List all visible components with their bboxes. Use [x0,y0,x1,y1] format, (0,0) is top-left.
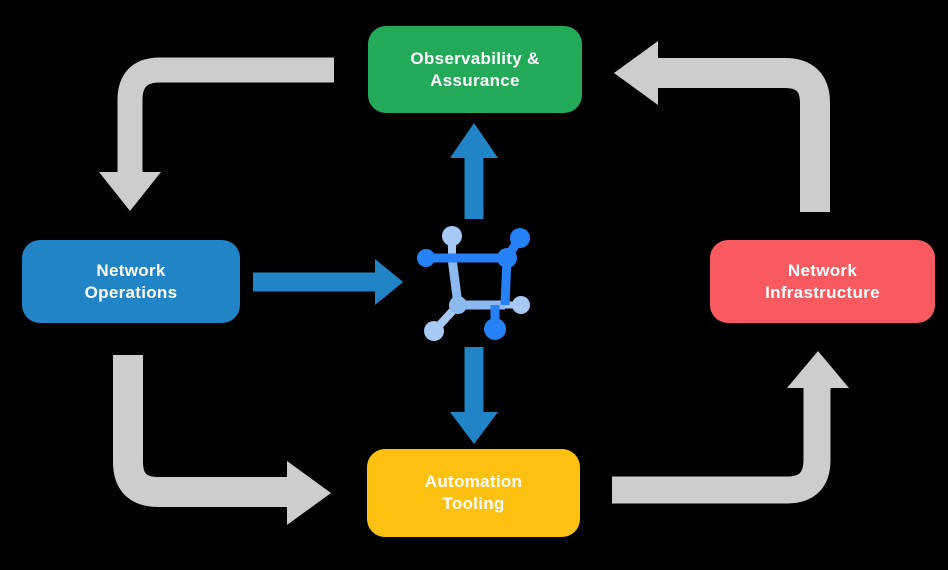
node-network-infrastructure: Network Infrastructure [710,240,935,323]
node-label-line: Automation [424,472,523,491]
node-network-operations: Network Operations [22,240,240,323]
arrowhead-right [375,259,403,305]
node-label-line: Infrastructure [765,282,880,302]
icon-node-dot [449,296,467,314]
cycle-arrow-observability-to-netops [99,57,334,211]
icon-node-dot [510,228,530,248]
icon-node-dot [497,248,517,268]
arrowhead-up [787,351,849,388]
arrowhead-left [614,41,658,105]
node-observability-assurance: Observability & Assurance [368,26,582,113]
node-label-line: Network [787,260,858,280]
flow-arrow-netops-to-center [253,259,403,305]
icon-node-dot [442,226,462,246]
node-automation-tooling: Automation Tooling [367,449,580,537]
cycle-arrow-netinfra-to-observability [614,41,830,212]
icon-node-dot [484,318,506,340]
arrowhead-right [287,461,331,525]
node-label-line: Network [96,260,166,280]
node-label-line: Observability & [410,48,540,68]
node-label-line: Assurance [430,70,520,90]
node-label-line: Tooling [442,494,505,513]
cycle-arrow-netops-to-autotool [113,355,331,525]
cycle-arrow-autotool-to-netinfra [612,351,849,504]
flow-arrow-center-to-observability [450,123,498,219]
arrowhead-down [450,412,498,444]
icon-node-dot [512,296,530,314]
node-label-line: Operations [84,282,178,302]
flow-arrow-center-to-autotool [450,347,498,444]
icon-node-dot [424,321,444,341]
network-fabric-icon [417,226,530,341]
icon-node-dot [417,249,435,267]
arrowhead-up [450,123,498,158]
arrowhead-down [99,172,161,211]
